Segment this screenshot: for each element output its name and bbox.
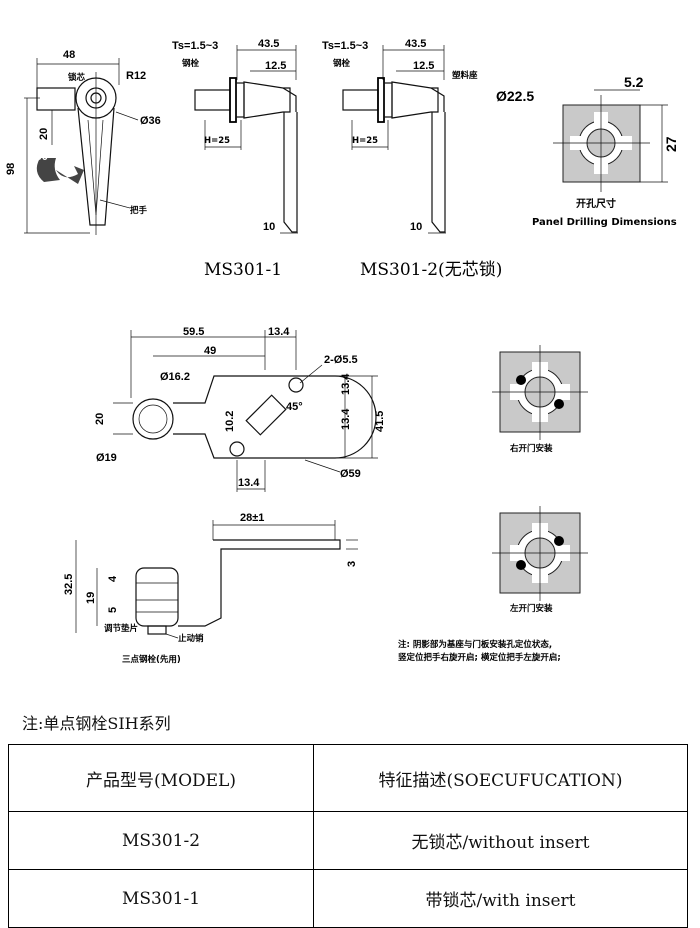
bracket-dim-3: 3	[346, 561, 358, 567]
label-90deg: 90°	[36, 153, 52, 163]
dim-ts-2: Ts=1.5~3	[322, 40, 368, 52]
cam-dim-49: 49	[204, 345, 216, 357]
cell-model: MS301-2	[8, 811, 314, 870]
table-row: MS301-1 带锁芯/with insert	[8, 869, 688, 928]
mount-right: 右开门安装	[492, 345, 588, 454]
cam-plate: 59.5 13.4 49 2-Ø5.5 Ø16.2 45° 20 10.2 13…	[94, 326, 386, 492]
cam-dim-13-4-top: 13.4	[268, 326, 290, 338]
spec-table: 产品型号(MODEL) 特征描述(SOECUFUCATION) MS301-2 …	[8, 744, 688, 928]
cam-dim-41-5: 41.5	[374, 411, 386, 432]
label-right-door: 右开门安装	[509, 443, 553, 454]
model-label-1: MS301-1	[204, 260, 282, 280]
cam-dim-10-2: 10.2	[224, 411, 236, 432]
label-bolt-2: 钢栓	[333, 58, 351, 69]
label-shim: 调节垫片	[104, 623, 138, 634]
dim-43-5-2: 43.5	[405, 38, 426, 50]
label-left-door: 左开门安装	[509, 603, 553, 614]
label-lock-core: 锁芯	[68, 72, 86, 83]
bracket-detail: 28±1 3 32.5 19 4 5 调节垫片 止动销 三点钢栓(先用)	[63, 512, 358, 665]
cell-model: MS301-1	[8, 869, 314, 928]
dim-d36: Ø36	[140, 115, 161, 127]
mount-left: 左开门安装	[492, 506, 588, 614]
cam-dim-59-5: 59.5	[183, 326, 204, 338]
dim-r12: R12	[126, 70, 146, 82]
drill-title-en: Panel Drilling Dimensions	[532, 217, 677, 228]
cam-dim-13-4-bottom: 13.4	[238, 477, 260, 489]
bracket-dim-4: 4	[107, 575, 119, 582]
bracket-dim-32-5: 32.5	[63, 574, 75, 595]
dim-12-5-2: 12.5	[413, 60, 434, 72]
cam-dim-d16-2: Ø16.2	[160, 371, 190, 383]
dim-h25-2: H=25	[352, 136, 378, 146]
model-label-2: MS301-2(无芯锁)	[360, 260, 502, 280]
cell-description: 无锁芯/without insert	[313, 811, 688, 870]
table-header-row: 产品型号(MODEL) 特征描述(SOECUFUCATION)	[8, 744, 688, 812]
dim-98: 98	[5, 163, 17, 175]
bracket-caption: 三点钢栓(先用)	[122, 654, 181, 665]
dim-5-2: 5.2	[624, 74, 644, 90]
cam-dim-45deg: 45°	[286, 401, 303, 413]
cam-dim-13-4-b: 13.4	[340, 373, 352, 395]
label-plastic-seat: 塑料座	[452, 70, 478, 81]
dim-48: 48	[63, 49, 75, 61]
cam-dim-d59: Ø59	[340, 468, 361, 480]
drill-title-cn: 开孔尺寸	[576, 197, 616, 210]
mount-note-1: 注: 阴影部为基座与门板安装孔定位状态,	[398, 639, 552, 650]
dim-27: 27	[663, 136, 679, 152]
cam-dim-13-4-a: 13.4	[340, 408, 352, 430]
bracket-dim-28: 28±1	[240, 512, 264, 524]
dim-d22-5: Ø22.5	[496, 88, 534, 104]
side-view-1: Ts=1.5~3 43.5 12.5 钢栓 H=25 10	[172, 38, 298, 234]
label-bolt-1: 钢栓	[182, 58, 200, 69]
panel-drilling: Ø22.5 5.2 27 开孔尺寸 Panel Drilling Dimensi…	[496, 74, 679, 228]
header-description: 特征描述(SOECUFUCATION)	[313, 744, 688, 812]
dim-10-2: 10	[410, 221, 422, 233]
mount-note-2: 竖定位把手右旋开启; 横定位把手左旋开启;	[398, 652, 561, 663]
table-row: MS301-2 无锁芯/without insert	[8, 811, 688, 870]
series-note: 注:单点钢栓SIH系列	[22, 714, 171, 733]
front-view-handle: 48 锁芯 R12 Ø36 98 20 90° 把手	[5, 49, 161, 235]
label-stop-pin: 止动销	[178, 633, 204, 644]
cam-dim-2-d5-5: 2-Ø5.5	[324, 354, 358, 366]
dim-20: 20	[38, 128, 50, 140]
dim-ts-1: Ts=1.5~3	[172, 40, 218, 52]
dim-12-5-1: 12.5	[265, 60, 286, 72]
header-model: 产品型号(MODEL)	[8, 744, 314, 812]
dim-43-5-1: 43.5	[258, 38, 279, 50]
cam-dim-d19: Ø19	[96, 452, 117, 464]
cell-description: 带锁芯/with insert	[313, 869, 688, 928]
cam-dim-20: 20	[94, 413, 106, 425]
side-view-2: Ts=1.5~3 43.5 12.5 钢栓 塑料座 H=25 10	[322, 38, 478, 234]
dim-10-1: 10	[263, 221, 275, 233]
bracket-dim-19: 19	[85, 592, 97, 604]
dim-h25-1: H=25	[204, 136, 230, 146]
label-handle: 把手	[130, 205, 148, 216]
bracket-dim-5: 5	[107, 607, 119, 613]
